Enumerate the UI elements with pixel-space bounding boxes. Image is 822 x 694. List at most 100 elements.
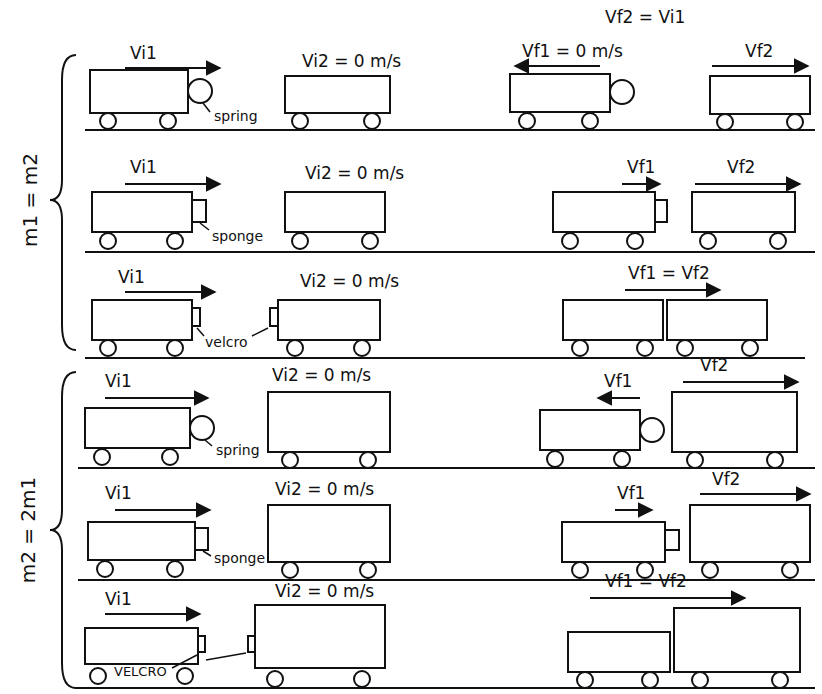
drawing-part xyxy=(167,233,183,249)
drawing-part xyxy=(192,200,206,222)
drawing-part xyxy=(577,672,593,688)
trucks xyxy=(85,70,810,688)
drawing-part xyxy=(622,183,660,185)
drawing-part xyxy=(572,340,588,356)
drawing-part xyxy=(782,562,798,578)
velocity-label: Vf2 xyxy=(745,42,773,62)
material-label: velcro xyxy=(205,334,248,350)
velocity-label: Vf2 xyxy=(700,356,728,376)
leader-lines xyxy=(172,103,268,668)
velocity-label: Vi1 xyxy=(105,484,132,504)
drawing-part xyxy=(190,416,214,440)
drawing-part xyxy=(200,223,209,230)
drawing-part xyxy=(712,65,808,67)
drawing-part xyxy=(700,233,716,249)
drawing-part xyxy=(255,605,385,668)
drawing-part xyxy=(582,113,598,129)
drawing-part xyxy=(125,67,220,69)
ground-lines xyxy=(75,130,815,688)
drawing-part xyxy=(105,613,200,615)
drawing-part xyxy=(167,561,183,577)
drawing-part xyxy=(547,451,563,467)
drawing-part xyxy=(177,668,193,684)
material-label: sponge xyxy=(212,228,263,244)
drawing-part xyxy=(742,340,758,356)
drawing-part xyxy=(94,449,110,465)
drawing-part xyxy=(50,55,76,350)
drawing-part xyxy=(267,671,283,687)
drawing-part xyxy=(78,467,815,469)
velocity-label: Vf1 = Vf2 xyxy=(605,572,687,592)
drawing-part xyxy=(562,522,665,562)
drawing-part xyxy=(203,103,210,112)
drawing-part xyxy=(205,440,212,446)
drawing-part xyxy=(360,562,376,578)
material-label: sponge xyxy=(214,550,265,566)
drawing-part xyxy=(252,328,268,336)
drawing-part xyxy=(674,608,800,672)
drawing-part xyxy=(692,672,708,688)
drawing-part xyxy=(590,597,745,599)
drawing-part xyxy=(85,628,198,664)
velocity-label: Vf1 = 0 m/s xyxy=(522,42,623,62)
drawing-part xyxy=(115,509,210,511)
material-label: VELCRO xyxy=(114,665,167,680)
drawing-part xyxy=(125,291,215,293)
drawing-part xyxy=(362,233,378,249)
drawing-part xyxy=(655,200,667,222)
drawing-part xyxy=(640,418,664,442)
drawing-part xyxy=(195,528,208,550)
drawing-part xyxy=(770,233,786,249)
drawing-part xyxy=(248,636,255,652)
drawing-part xyxy=(687,452,703,468)
velocity-label: Vf1 xyxy=(627,158,655,178)
drawing-part xyxy=(717,114,733,130)
drawing-part xyxy=(50,372,76,688)
drawing-part xyxy=(598,397,640,399)
drawing-part xyxy=(700,493,810,495)
drawing-part xyxy=(683,381,798,383)
drawing-part xyxy=(282,562,298,578)
velocity-label: Vi2 = 0 m/s xyxy=(275,582,374,602)
drawing-part xyxy=(287,340,303,356)
mass-label: m1 = m2 xyxy=(19,153,42,247)
drawing-part xyxy=(667,300,767,340)
drawing-part xyxy=(610,80,634,104)
velocity-label: Vf1 xyxy=(604,372,632,392)
drawing-part xyxy=(767,452,783,468)
drawing-part xyxy=(354,340,370,356)
velocity-label: Vi1 xyxy=(130,158,157,178)
drawing-part xyxy=(285,192,385,232)
drawing-part xyxy=(268,505,390,562)
velocity-label: Vf1 = Vf2 xyxy=(628,264,710,284)
drawing-part xyxy=(125,183,220,185)
drawing-part xyxy=(292,113,308,129)
drawing-part xyxy=(268,392,390,452)
velocity-arrows xyxy=(105,66,810,614)
drawing-part xyxy=(354,671,370,687)
drawing-part xyxy=(162,449,178,465)
drawing-part xyxy=(553,192,655,232)
drawing-part xyxy=(360,452,376,468)
velocity-label: Vi2 = 0 m/s xyxy=(275,480,374,500)
drawing-part xyxy=(563,300,663,340)
velocity-label: Vf2 xyxy=(712,470,740,490)
drawing-part xyxy=(278,300,380,340)
drawing-part xyxy=(88,522,195,560)
drawing-part xyxy=(100,340,116,356)
drawing-part xyxy=(572,562,588,578)
drawing-part xyxy=(100,233,116,249)
drawing-part xyxy=(692,192,795,232)
drawing-part xyxy=(197,328,204,336)
velocity-label: Vi2 = 0 m/s xyxy=(272,366,371,386)
drawing-part xyxy=(677,340,693,356)
drawing-part xyxy=(772,672,788,688)
drawing-part xyxy=(198,636,205,652)
velocity-label: Vi1 xyxy=(105,372,132,392)
drawing-part xyxy=(568,632,670,672)
material-label: spring xyxy=(214,108,258,124)
drawing-part xyxy=(615,509,652,511)
velocity-label: Vf1 xyxy=(617,484,645,504)
drawing-part xyxy=(188,79,212,103)
drawing-part xyxy=(627,233,643,249)
